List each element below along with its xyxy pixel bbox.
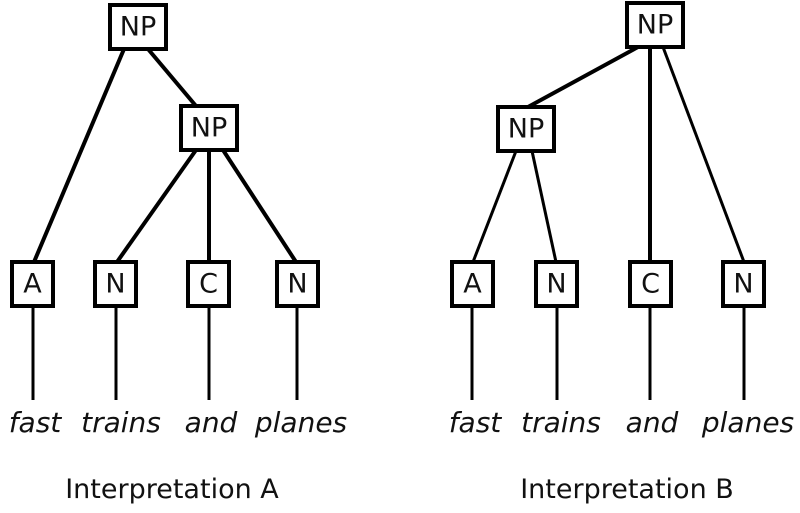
node-label-b-pos-a: A <box>463 269 482 300</box>
caption-interpretation-a: Interpretation A <box>65 474 279 505</box>
node-a-pos-c[interactable]: C <box>186 260 231 308</box>
node-label-a-pos-n1: N <box>105 269 125 300</box>
word-a-word-fast: fast <box>9 406 63 439</box>
node-box-b-np-sub <box>496 105 556 153</box>
node-label-b-np-root: NP <box>637 10 673 41</box>
node-label-a-np-root: NP <box>120 12 156 43</box>
node-a-pos-n2[interactable]: N <box>275 260 320 308</box>
node-b-np-sub[interactable]: NP <box>496 105 556 153</box>
node-label-b-np-sub: NP <box>508 114 544 145</box>
node-label-a-pos-n2: N <box>287 269 307 300</box>
node-label-a-pos-c: C <box>199 269 218 300</box>
branch-a-npsub-to-n2 <box>221 148 298 264</box>
node-box-a-np-root <box>108 3 168 51</box>
node-box-a-pos-a <box>10 260 55 308</box>
word-b-word-planes: planes <box>701 406 794 439</box>
node-label-b-pos-n2: N <box>733 269 753 300</box>
node-label-a-np-sub: NP <box>191 113 227 144</box>
branch-b-root-to-npsub <box>527 45 639 109</box>
branch-b-npsub-to-n1 <box>530 150 558 263</box>
word-a-word-trains: trains <box>81 406 161 439</box>
word-b-word-trains: trains <box>521 406 601 439</box>
word-b-word-fast: fast <box>449 406 503 439</box>
node-a-pos-a[interactable]: A <box>10 260 55 308</box>
branch-a-root-to-npsub <box>146 47 198 108</box>
node-label-b-pos-c: C <box>641 269 660 300</box>
branch-a-npsub-to-n1 <box>115 148 198 264</box>
node-b-np-root[interactable]: NP <box>625 1 685 49</box>
node-box-a-pos-c <box>186 260 231 308</box>
node-a-np-sub[interactable]: NP <box>179 104 239 152</box>
word-a-word-planes: planes <box>254 406 347 439</box>
word-b-word-and: and <box>626 406 679 439</box>
node-box-b-pos-n2 <box>721 260 766 308</box>
node-label-b-pos-n1: N <box>546 269 566 300</box>
branch-a-root-to-a <box>32 48 126 263</box>
caption-interpretation-b: Interpretation B <box>520 474 734 505</box>
branch-b-root-to-n2 <box>661 46 746 263</box>
node-a-np-root[interactable]: NP <box>108 3 168 51</box>
node-box-a-np-sub <box>179 104 239 152</box>
node-box-b-np-root <box>625 1 685 49</box>
node-box-b-pos-a <box>450 260 495 308</box>
node-b-pos-c[interactable]: C <box>628 260 673 308</box>
node-a-pos-n1[interactable]: N <box>93 260 138 308</box>
node-box-b-pos-n1 <box>534 260 579 308</box>
branch-b-npsub-to-a <box>471 150 518 263</box>
node-box-a-pos-n1 <box>93 260 138 308</box>
word-a-word-and: and <box>185 406 238 439</box>
node-b-pos-n2[interactable]: N <box>721 260 766 308</box>
node-b-pos-n1[interactable]: N <box>534 260 579 308</box>
node-box-b-pos-c <box>628 260 673 308</box>
node-b-pos-a[interactable]: A <box>450 260 495 308</box>
node-label-a-pos-a: A <box>23 269 42 300</box>
node-box-a-pos-n2 <box>275 260 320 308</box>
